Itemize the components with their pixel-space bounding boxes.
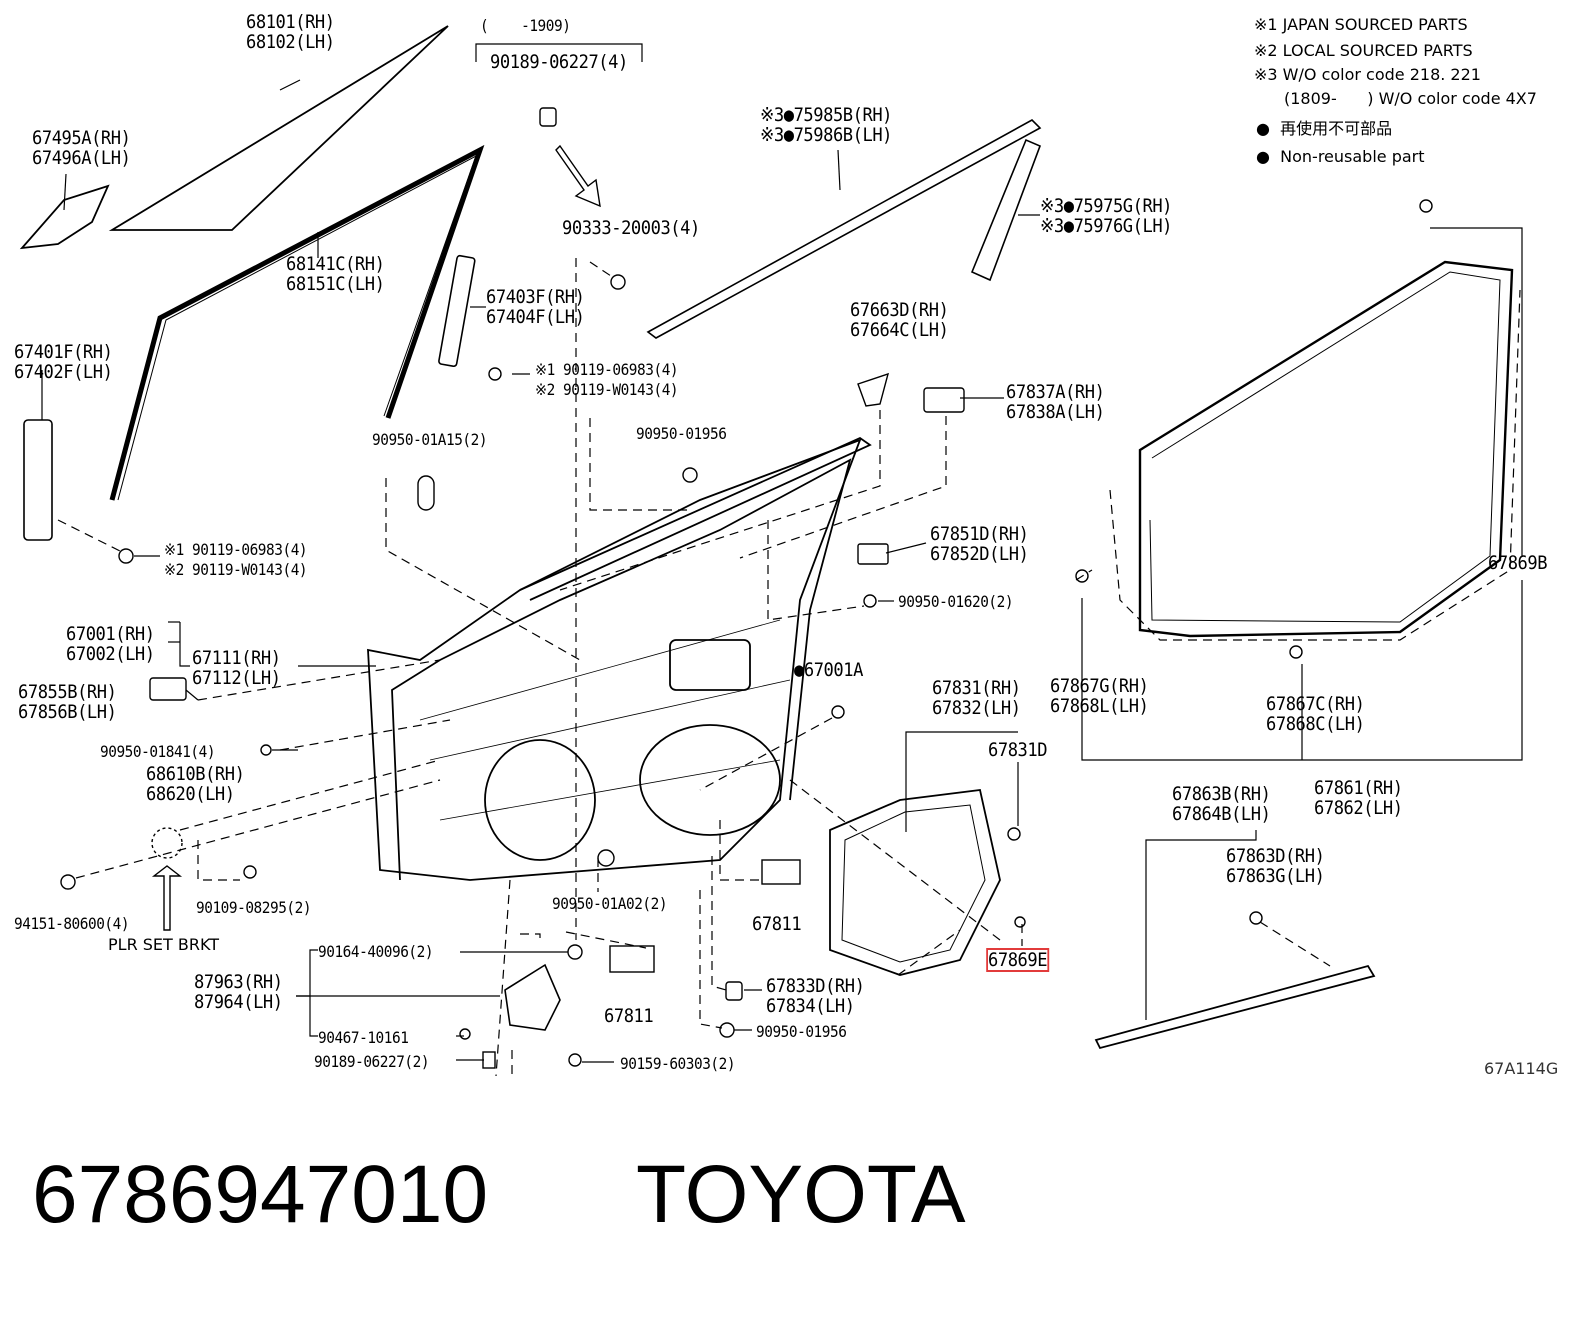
label-87963[interactable]: 87963(RH) 87964(LH) [194, 971, 283, 1013]
weatherstrip-shape [1138, 260, 1514, 638]
label-67851d[interactable]: 67851D(RH) 67852D(LH) [930, 523, 1029, 565]
note-non-reusable-jp-text: 再使用不可部品 [1280, 119, 1393, 138]
label-67811-lower[interactable]: 67811 [604, 1005, 654, 1027]
hole-cover-shape [829, 789, 1001, 976]
lock-shape [504, 963, 561, 1031]
label-90333[interactable]: 90333-20003(4) [562, 217, 700, 239]
label-90950-01956-upper[interactable]: 90950-01956 [636, 424, 727, 443]
label-90950-01841[interactable]: 90950-01841(4) [100, 742, 216, 761]
label-90950-01a02[interactable]: 90950-01A02(2) [552, 894, 668, 913]
label-90950-01956-lower[interactable]: 90950-01956 [756, 1022, 847, 1041]
label-90467[interactable]: 90467-10161 [318, 1028, 409, 1047]
footer-brand: TOYOTA [636, 1149, 966, 1240]
label-date-1909: ( -1909) [480, 16, 571, 35]
label-90119-lower[interactable]: ※1 90119-06983(4) ※2 90119-W0143(4) [164, 540, 308, 579]
note-non-reusable-jp: ● 再使用不可部品 [1256, 118, 1392, 140]
label-67869e-highlighted[interactable]: 67869E [986, 948, 1049, 972]
note-color-code: ※3 W/O color code 218. 221 [1254, 65, 1481, 84]
label-90950-01a15[interactable]: 90950-01A15(2) [372, 430, 488, 449]
door-glass [108, 25, 449, 231]
label-67869b[interactable]: 67869B [1488, 552, 1548, 574]
label-plr-set-brkt: PLR SET BRKT [108, 935, 220, 954]
glass-run-shape [109, 144, 485, 501]
belt-moulding-shape [646, 119, 1042, 339]
sash-shape [438, 254, 476, 368]
label-67855b[interactable]: 67855B(RH) 67856B(LH) [18, 681, 117, 723]
rear-channel-shape [23, 419, 53, 541]
label-68141c[interactable]: 68141C(RH) 68151C(LH) [286, 253, 385, 295]
label-67831[interactable]: 67831(RH) 67832(LH) [932, 677, 1021, 719]
footer-part-number: 6786947010 [32, 1149, 489, 1240]
label-68101[interactable]: 68101(RH) 68102(LH) [246, 11, 335, 53]
label-90189-2[interactable]: 90189-06227(2) [314, 1052, 430, 1071]
label-94151[interactable]: 94151-80600(4) [14, 914, 130, 933]
label-90109[interactable]: 90109-08295(2) [196, 898, 312, 917]
label-75985b[interactable]: ※3●75985B(RH) ※3●75986B(LH) [760, 104, 893, 146]
label-90189-4[interactable]: 90189-06227(4) [490, 51, 628, 73]
label-67867c[interactable]: 67867C(RH) 67868C(LH) [1266, 693, 1365, 735]
label-67403f[interactable]: 67403F(RH) 67404F(LH) [486, 286, 585, 328]
label-67831d[interactable]: 67831D [988, 739, 1048, 761]
note-japan-sourced: ※1 JAPAN SOURCED PARTS [1254, 15, 1468, 34]
label-67001a[interactable]: ●67001A [794, 659, 863, 681]
label-67833d[interactable]: 67833D(RH) 67834(LH) [766, 975, 865, 1017]
note-color-code-date: (1809- ) W/O color code 4X7 [1284, 89, 1537, 108]
label-90950-01620[interactable]: 90950-01620(2) [898, 592, 1014, 611]
label-67495a[interactable]: 67495A(RH) 67496A(LH) [32, 127, 131, 169]
glass-run-inner [117, 154, 477, 501]
label-90164[interactable]: 90164-40096(2) [318, 942, 434, 961]
label-90159[interactable]: 90159-60303(2) [620, 1054, 736, 1073]
label-75975g[interactable]: ※3●75975G(RH) ※3●75976G(LH) [1040, 195, 1173, 237]
label-67001[interactable]: 67001(RH) 67002(LH) [66, 623, 155, 665]
note-local-sourced: ※2 LOCAL SOURCED PARTS [1254, 41, 1473, 60]
label-68610b[interactable]: 68610B(RH) 68620(LH) [146, 763, 245, 805]
label-67863b[interactable]: 67863B(RH) 67864B(LH) [1172, 783, 1271, 825]
note-non-reusable-en-text: Non-reusable part [1280, 147, 1425, 166]
label-67867g[interactable]: 67867G(RH) 67868L(LH) [1050, 675, 1149, 717]
label-67861[interactable]: 67861(RH) 67862(LH) [1314, 777, 1403, 819]
diagram-code: 67A114G [1484, 1059, 1559, 1078]
bullet-icon: ● [1256, 147, 1281, 166]
label-67111[interactable]: 67111(RH) 67112(LH) [192, 647, 281, 689]
label-67663d[interactable]: 67663D(RH) 67664C(LH) [850, 299, 949, 341]
label-67811-upper[interactable]: 67811 [752, 913, 802, 935]
note-non-reusable-en: ● Non-reusable part [1256, 146, 1425, 168]
door-belt-strip-shape [1094, 964, 1376, 1050]
pillar-garnish-shape [970, 138, 1042, 282]
door-panel-shape [367, 436, 872, 881]
label-90119-upper[interactable]: ※1 90119-06983(4) ※2 90119-W0143(4) [535, 360, 679, 399]
corner-piece-shape [19, 184, 110, 250]
label-67401f[interactable]: 67401F(RH) 67402F(LH) [14, 341, 113, 383]
bullet-icon: ● [1256, 119, 1281, 138]
plr-bracket-shape [151, 827, 183, 859]
label-67863d[interactable]: 67863D(RH) 67863G(LH) [1226, 845, 1325, 887]
label-67837a[interactable]: 67837A(RH) 67838A(LH) [1006, 381, 1105, 423]
